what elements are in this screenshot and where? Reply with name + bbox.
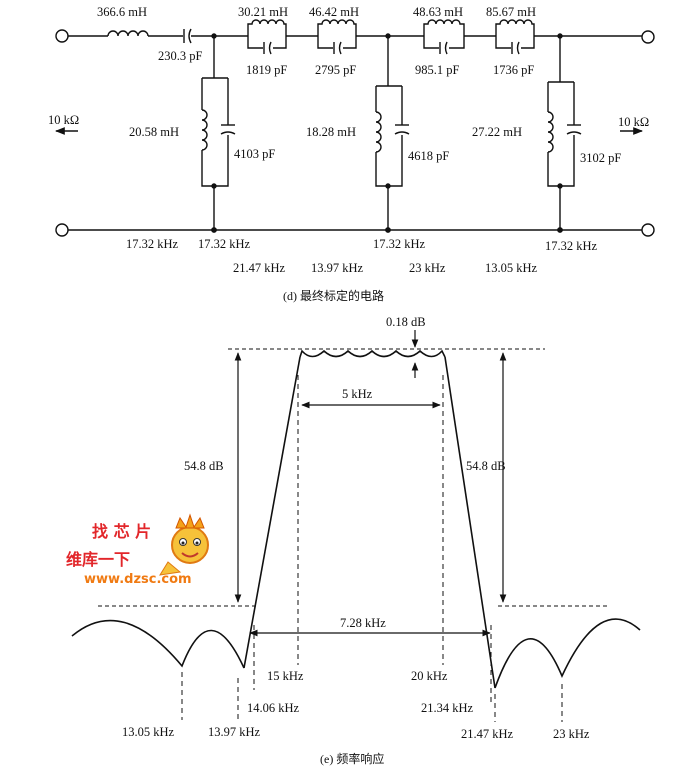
- shunt-2-inductor-label: 18.28 mH: [306, 125, 356, 139]
- shunt-2-capacitor-label: 4618 pF: [408, 149, 449, 163]
- bottom-freq-1: 17.32 kHz: [126, 237, 179, 251]
- output-terminal-bottom: [641, 223, 655, 237]
- frequency-response-diagram: [71, 330, 641, 722]
- shunt-section-3: [547, 33, 582, 233]
- watermark-line1: 找 芯 片: [92, 522, 151, 541]
- upper-skirt: [444, 356, 496, 689]
- series-capacitor-icon: [183, 28, 192, 44]
- stopband-edge-high: 21.34 kHz: [421, 701, 474, 715]
- shunt-1-capacitor-label: 4103 pF: [234, 147, 275, 161]
- output-terminal-top: [641, 30, 655, 44]
- watermark-url: www.dzsc.com: [84, 572, 192, 587]
- circuit-labels: 366.6 mH 230.3 pF 30.21 mH 1819 pF 46.42…: [48, 5, 649, 303]
- bottom-freq-3: 17.32 kHz: [373, 237, 426, 251]
- trap-1-inductor-label: 30.21 mH: [238, 5, 288, 19]
- bottom-freq-2: 17.32 kHz: [198, 237, 251, 251]
- trap-4-capacitor-label: 1736 pF: [493, 63, 534, 77]
- series-inductor-label: 366.6 mH: [97, 5, 147, 19]
- source-impedance-label: 10 kΩ: [48, 113, 79, 127]
- trap-2-capacitor-label: 2795 pF: [315, 63, 356, 77]
- attenuation-left-label: 54.8 dB: [184, 459, 224, 473]
- shunt-3-capacitor-label: 3102 pF: [580, 151, 621, 165]
- attenuation-right-label: 54.8 dB: [466, 459, 506, 473]
- passband-width-label: 5 kHz: [342, 387, 373, 401]
- passband-edge-high: 20 kHz: [411, 669, 448, 683]
- notch-left-2: 13.97 kHz: [208, 725, 261, 739]
- notch-left-1: 13.05 kHz: [122, 725, 175, 739]
- ripple-label: 0.18 dB: [386, 315, 426, 329]
- response-caption: (e) 频率响应: [320, 751, 384, 766]
- shunt-section-2: [375, 33, 410, 233]
- watermark-line2: 维库一下: [66, 550, 130, 569]
- circuit-caption: (d) 最终标定的电路: [283, 288, 384, 303]
- bottom-freq-4: 17.32 kHz: [545, 239, 598, 253]
- trap-4-inductor-label: 85.67 mH: [486, 5, 536, 19]
- trap-3-inductor-label: 48.63 mH: [413, 5, 463, 19]
- watermark-logo: 找 芯 片 维库一下 www.dzsc.com: [66, 513, 209, 587]
- trap-section-2: [317, 19, 357, 55]
- notch-right-2: 23 kHz: [553, 727, 590, 741]
- passband-ripple-curve: [299, 349, 446, 358]
- input-terminal-bottom: [55, 223, 69, 237]
- shunt-1-inductor-label: 20.58 mH: [129, 125, 179, 139]
- bottom-freq-5: 21.47 kHz: [233, 261, 286, 275]
- circuit-diagram: [55, 19, 655, 237]
- shunt-section-1: [201, 33, 236, 233]
- mascot-icon: [159, 513, 209, 576]
- right-stopband-lobes: [494, 618, 641, 689]
- series-capacitor-label: 230.3 pF: [158, 49, 203, 63]
- trap-1-capacitor-label: 1819 pF: [246, 63, 287, 77]
- trap-3-capacitor-label: 985.1 pF: [415, 63, 460, 77]
- left-stopband-lobes: [71, 619, 245, 669]
- trap-section-1: [247, 19, 287, 55]
- transition-width-label: 7.28 kHz: [340, 616, 386, 630]
- input-terminal-top: [55, 29, 69, 43]
- trap-section-3: [423, 19, 465, 55]
- passband-edge-low: 15 kHz: [267, 669, 304, 683]
- bottom-freq-8: 13.05 kHz: [485, 261, 538, 275]
- trap-section-4: [495, 19, 535, 55]
- bottom-freq-7: 23 kHz: [409, 261, 446, 275]
- series-inductor-icon: [107, 30, 149, 37]
- load-impedance-label: 10 kΩ: [618, 115, 649, 129]
- lower-skirt: [243, 356, 301, 669]
- stopband-edge-low: 14.06 kHz: [247, 701, 300, 715]
- bottom-freq-6: 13.97 kHz: [311, 261, 364, 275]
- shunt-3-inductor-label: 27.22 mH: [472, 125, 522, 139]
- notch-right-1: 21.47 kHz: [461, 727, 514, 741]
- response-labels: 0.18 dB 5 kHz 54.8 dB 54.8 dB 7.28 kHz 1…: [122, 315, 590, 766]
- trap-2-inductor-label: 46.42 mH: [309, 5, 359, 19]
